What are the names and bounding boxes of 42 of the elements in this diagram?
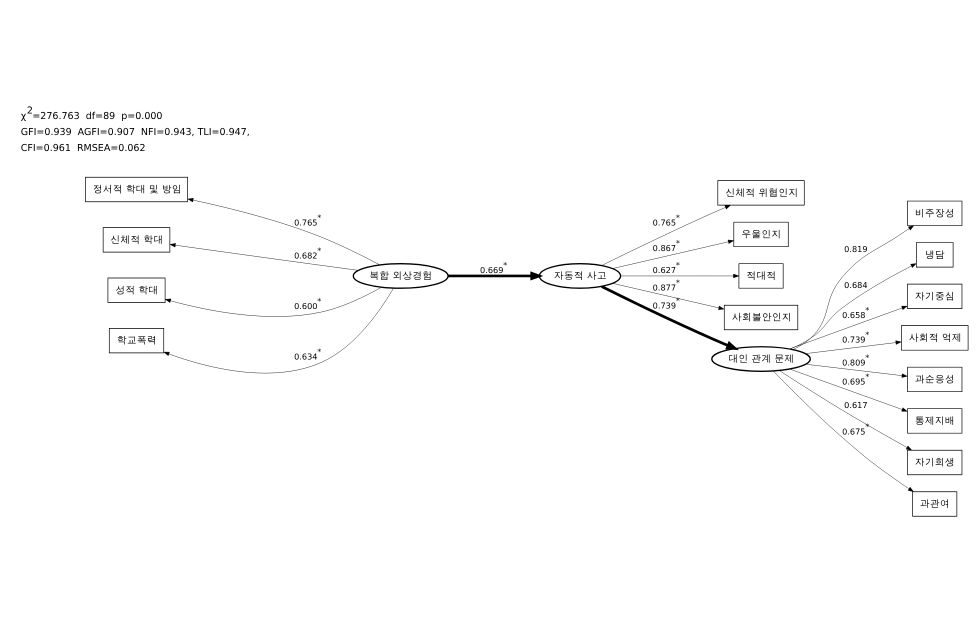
node-ellipse: 복합 외상경험 xyxy=(352,262,449,288)
node-box: 자기희생 xyxy=(907,449,962,475)
arrow xyxy=(789,368,908,412)
edge-label: 0.684 xyxy=(844,279,868,290)
arrow xyxy=(601,284,739,350)
node-box: 통제지배 xyxy=(907,408,962,434)
arrow xyxy=(620,273,740,278)
arrow xyxy=(773,370,914,492)
arrow xyxy=(601,204,731,266)
arrow xyxy=(612,282,724,310)
edge-label: 0.617 xyxy=(844,399,868,410)
arrow xyxy=(805,340,902,354)
arrow xyxy=(805,364,908,378)
node-box: 사회적 억제 xyxy=(901,324,968,350)
arrow xyxy=(612,239,734,268)
node-box: 자기중심 xyxy=(907,283,962,308)
node-box: 냉담 xyxy=(916,242,954,267)
node-box: 과관여 xyxy=(912,490,958,516)
arrow xyxy=(792,224,914,350)
arrow xyxy=(789,305,908,349)
arrow xyxy=(165,286,382,316)
arrow xyxy=(170,242,358,270)
node-box: 비주장성 xyxy=(907,200,962,226)
node-ellipse: 자동적 사고 xyxy=(538,262,622,288)
label: GFI=0.939 AGFI=0.907 NFI=0.943, TLI=0.947, xyxy=(20,126,250,138)
node-box: 과순응성 xyxy=(907,366,962,392)
node-box: 정서적 학대 및 방임 xyxy=(85,176,188,202)
node-box: 성적 학대 xyxy=(108,277,166,302)
arrow xyxy=(448,270,544,280)
node-box: 사회불안인지 xyxy=(724,304,798,330)
node-box: 신체적 학대 xyxy=(102,226,170,252)
arrow xyxy=(164,287,394,373)
arrow xyxy=(188,198,380,265)
arrow xyxy=(790,262,917,349)
node-box: 신체적 위협인지 xyxy=(717,180,805,205)
node-ellipse: 대인 관계 문제 xyxy=(711,346,811,372)
edge-label: 0.819 xyxy=(844,243,868,254)
label: CFI=0.961 RMSEA=0.062 xyxy=(20,142,146,154)
arrow xyxy=(778,370,912,450)
node-box: 우울인지 xyxy=(733,221,789,247)
node-box: 적대적 xyxy=(738,262,784,288)
node-box: 학교폭력 xyxy=(108,328,164,353)
